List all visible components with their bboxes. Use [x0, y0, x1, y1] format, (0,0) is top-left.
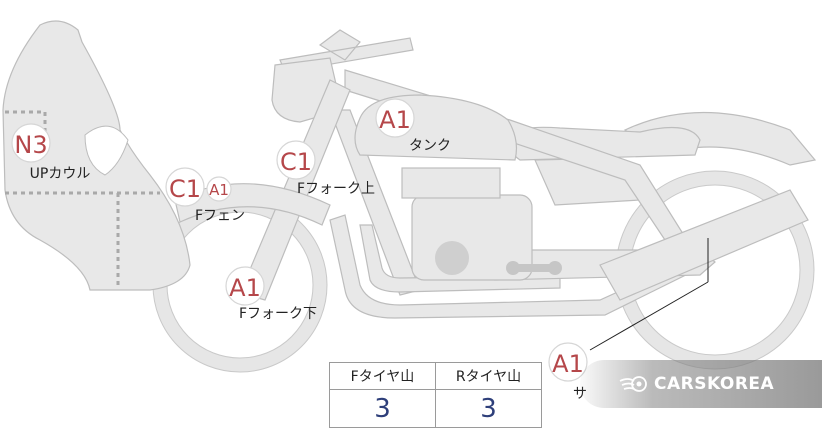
foot-peg	[506, 261, 562, 275]
grade-upcowl: N3	[14, 131, 47, 159]
label-tank: タンク	[409, 138, 451, 154]
engine	[401, 167, 533, 281]
part-marker-tank: A1 タンク	[375, 98, 451, 154]
label-upcowl: UPカウル	[30, 166, 91, 182]
wing-logo-icon	[619, 376, 647, 392]
rear-tire-header: Rタイヤ山	[435, 362, 542, 390]
exhaust-pipe-upper	[329, 214, 713, 319]
part-marker-ffork-upper: C1 Fフォーク上	[276, 140, 375, 197]
front-tire-header: Fタイヤ山	[329, 362, 436, 390]
grade-ffork-lower: A1	[229, 274, 261, 302]
part-marker-upcowl: N3 UPカウル	[11, 123, 91, 182]
label-ffork-upper: Fフォーク上	[297, 181, 375, 197]
grade-tank: A1	[379, 106, 411, 134]
watermark-text: CARSKOREA	[654, 374, 775, 394]
part-marker-ffork-lower: A1 Fフォーク下	[225, 266, 317, 322]
grade-ffender: C1	[169, 175, 201, 203]
rear-tire-value: 3	[435, 389, 542, 428]
cowl-dotted-lines	[5, 110, 160, 285]
grade-ffork-upper: C1	[280, 148, 312, 176]
front-tire-value: 3	[329, 389, 436, 428]
part-marker-ffender: C1 A1 Fフェン	[165, 167, 245, 224]
watermark: CARSKOREA	[580, 360, 822, 408]
cowl-cutout	[84, 125, 129, 176]
front-fork	[239, 79, 351, 301]
muffler	[599, 189, 809, 301]
grade-ffender-extra: A1	[209, 181, 229, 199]
grade-rear: A1	[552, 350, 584, 378]
leader-line	[589, 238, 709, 351]
label-ffender: Fフェン	[195, 208, 245, 224]
tire-tread-table: Fタイヤ山 Rタイヤ山 3 3	[329, 362, 542, 428]
label-ffork-lower: Fフォーク下	[239, 306, 317, 322]
